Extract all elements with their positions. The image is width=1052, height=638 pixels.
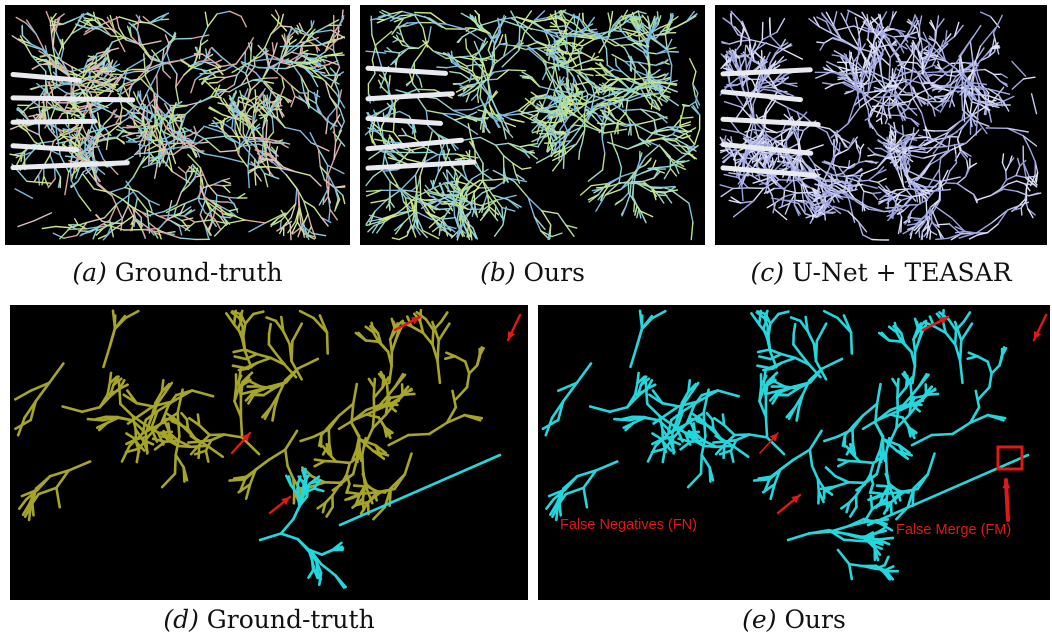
caption-e: (e) Ours xyxy=(538,605,1050,634)
caption-e-text: Ours xyxy=(784,605,846,634)
caption-b-text: Ours xyxy=(523,258,585,287)
caption-c: (c) U-Net + TEASAR xyxy=(715,258,1047,287)
caption-c-label: (c) xyxy=(750,258,784,287)
caption-a: (a) Ground-truth xyxy=(5,258,350,287)
caption-d-text: Ground-truth xyxy=(206,605,375,634)
caption-a-label: (a) xyxy=(72,258,107,287)
panel-b-image xyxy=(360,5,705,245)
panel-c-image xyxy=(715,5,1047,245)
vessel-render-c xyxy=(719,9,1042,241)
false-merge-label: False Merge (FM) xyxy=(896,522,1012,538)
panel-e-image: False Negatives (FN) False Merge (FM) xyxy=(538,305,1050,600)
panel-d-image xyxy=(10,305,528,600)
vessel-render-b xyxy=(364,9,701,241)
skeleton-render-e xyxy=(541,308,1048,581)
caption-a-text: Ground-truth xyxy=(114,258,283,287)
panel-a-image xyxy=(5,5,350,245)
caption-d: (d) Ground-truth xyxy=(10,605,528,634)
caption-b: (b) Ours xyxy=(360,258,705,287)
vessel-render-a xyxy=(9,9,346,241)
caption-d-label: (d) xyxy=(163,605,199,634)
false-negatives-label: False Negatives (FN) xyxy=(560,517,697,533)
caption-e-label: (e) xyxy=(742,605,777,634)
skeleton-render-d xyxy=(14,308,522,589)
caption-b-label: (b) xyxy=(480,258,516,287)
caption-c-text: U-Net + TEASAR xyxy=(791,258,1012,287)
